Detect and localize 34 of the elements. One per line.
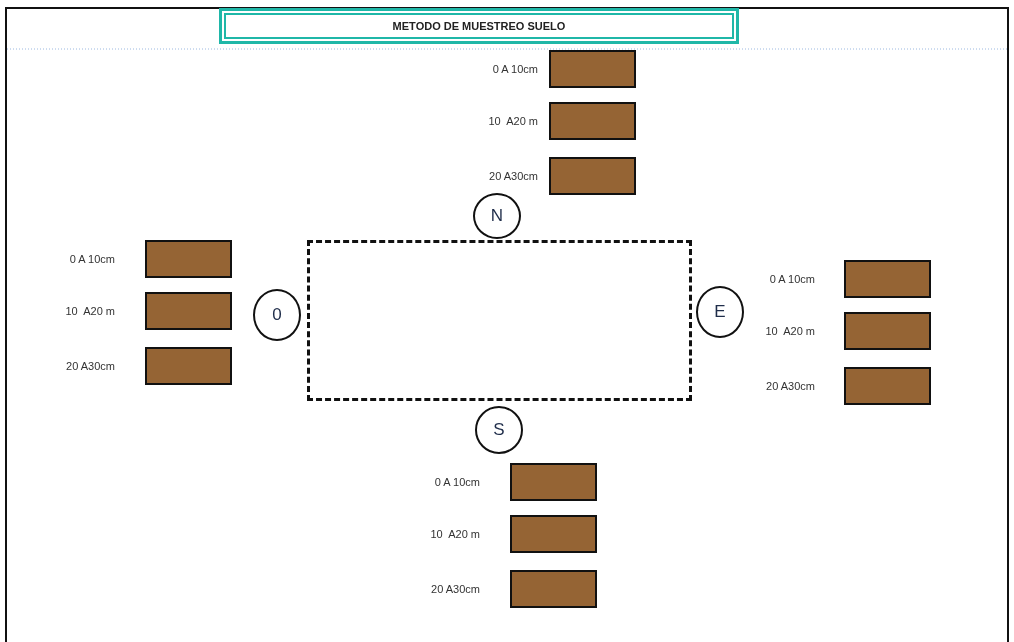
- depth-label: 20 A30cm: [66, 359, 115, 373]
- soil-sample-block: [510, 570, 597, 608]
- soil-sample-block: [844, 367, 931, 405]
- direction-letter: E: [714, 302, 726, 322]
- direction-letter: 0: [272, 305, 282, 325]
- soil-sample-block: [145, 347, 232, 385]
- soil-sample-block: [145, 240, 232, 278]
- depth-label: 20 A30cm: [489, 169, 538, 183]
- direction-letter: N: [490, 206, 504, 226]
- direction-circle: [475, 406, 523, 454]
- soil-sample-block: [549, 50, 636, 88]
- direction-circle: [696, 286, 744, 338]
- soil-sample-block: [510, 515, 597, 553]
- sampling-area: [307, 240, 692, 401]
- title: METODO DE MUESTREO SUELO: [224, 13, 734, 39]
- depth-label: 10 A20 m: [430, 527, 480, 541]
- depth-label: 10 A20 m: [488, 114, 538, 128]
- soil-sample-block: [844, 260, 931, 298]
- direction-circle: [473, 193, 521, 239]
- depth-label: 0 A 10cm: [69, 252, 115, 266]
- soil-sample-block: [549, 157, 636, 195]
- depth-label: 0 A 10cm: [769, 272, 815, 286]
- depth-label: 20 A30cm: [431, 582, 480, 596]
- depth-label: 10 A20 m: [65, 304, 115, 318]
- soil-sample-block: [844, 312, 931, 350]
- depth-label: 20 A30cm: [766, 379, 815, 393]
- depth-label: 10 A20 m: [765, 324, 815, 338]
- soil-sample-block: [510, 463, 597, 501]
- soil-sample-block: [145, 292, 232, 330]
- soil-sample-block: [549, 102, 636, 140]
- direction-letter: S: [493, 420, 505, 440]
- depth-label: 0 A 10cm: [434, 475, 480, 489]
- direction-circle: [253, 289, 301, 341]
- depth-label: 0 A 10cm: [492, 62, 538, 76]
